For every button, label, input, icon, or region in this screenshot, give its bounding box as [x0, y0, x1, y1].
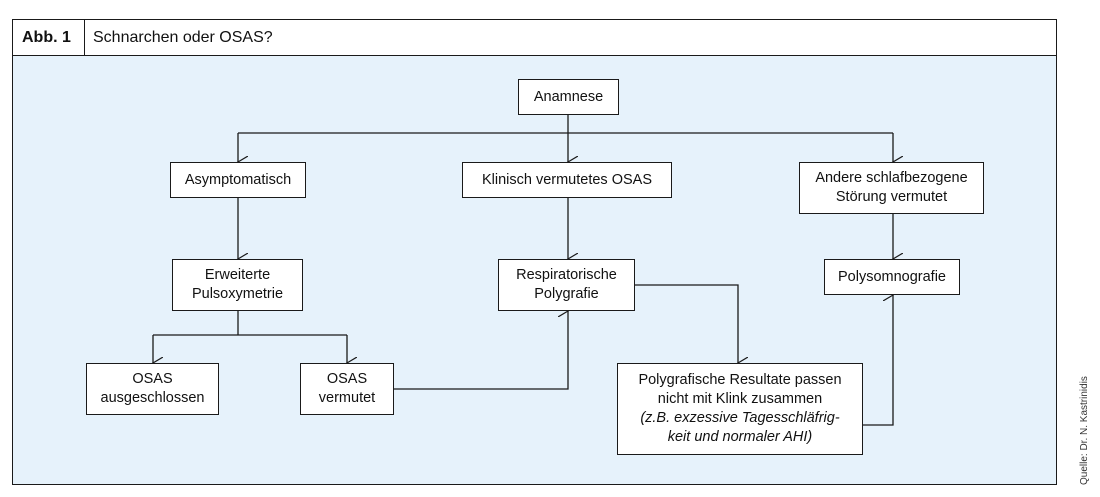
node-text-line: nicht mit Klink zusammen: [657, 391, 823, 407]
node-text-line: Klinisch vermutetes OSAS: [481, 171, 653, 188]
node-text-line: Andere schlafbezogene: [815, 170, 968, 186]
node-osas-ausgeschlossen: OSAS ausgeschlossen: [86, 363, 219, 415]
node-text: Polysomnografie: [838, 268, 946, 287]
node-text-line: Anamnese: [533, 88, 604, 105]
node-text-line: Störung vermutet: [835, 189, 948, 205]
node-text-line: Pulsoxymetrie: [191, 286, 284, 302]
node-text-line: Polygrafie: [534, 286, 599, 302]
flowchart-canvas: Anamnese Asymptomatisch Klinisch vermute…: [13, 56, 1056, 484]
connector-layer: [13, 115, 1056, 426]
node-text: OSAS vermutet: [319, 370, 375, 408]
source-note: Quelle: Dr. N. Kastrinidis: [1079, 376, 1090, 485]
node-text-line: ausgeschlossen: [100, 390, 205, 406]
node-polysomnografie: Polysomnografie: [824, 259, 960, 295]
figure-number: Abb. 1: [13, 20, 85, 55]
connector-polygrafie-to-resultate: [635, 284, 738, 363]
node-anamnese: Anamnese: [518, 79, 619, 115]
node-text-line: OSAS: [132, 371, 173, 387]
node-asymptomatisch: Asymptomatisch: [170, 162, 306, 198]
node-text-line: Polysomnografie: [838, 268, 946, 285]
node-text: Asymptomatisch: [185, 171, 291, 190]
node-text: Klinisch vermutetes OSAS: [482, 171, 652, 190]
node-text: Anamnese: [534, 88, 603, 107]
node-text-line: Polygrafische Resultate passen: [638, 372, 842, 388]
node-text-line: Asymptomatisch: [184, 171, 292, 188]
connector-resultate-to-polysomnografie: [863, 295, 893, 426]
node-klinisch-vermutetes-osas: Klinisch vermutetes OSAS: [462, 162, 672, 198]
node-polygrafische-resultate: Polygrafische Resultate passen nicht mit …: [617, 363, 863, 455]
node-osas-vermutet: OSAS vermutet: [300, 363, 394, 415]
node-text-italic-line: keit und normaler AHI): [667, 429, 813, 445]
figure-frame: Abb. 1 Schnarchen oder OSAS? Anamnese As…: [12, 19, 1057, 485]
node-text-line: OSAS: [326, 371, 368, 387]
node-text-line: Respiratorische: [516, 267, 617, 283]
node-text: Polygrafische Resultate passen nicht mit …: [638, 371, 841, 447]
node-text-line: Erweiterte: [204, 267, 271, 283]
node-text-line: vermutet: [318, 390, 376, 406]
node-text: OSAS ausgeschlossen: [101, 370, 205, 408]
figure-title: Schnarchen oder OSAS?: [93, 29, 273, 46]
connector-vermutet-to-polygrafie: [394, 311, 568, 390]
node-text-italic-line: (z.B. exzessive Tagesschläfrig-: [640, 410, 840, 426]
figure-header: Abb. 1 Schnarchen oder OSAS?: [13, 20, 1056, 56]
